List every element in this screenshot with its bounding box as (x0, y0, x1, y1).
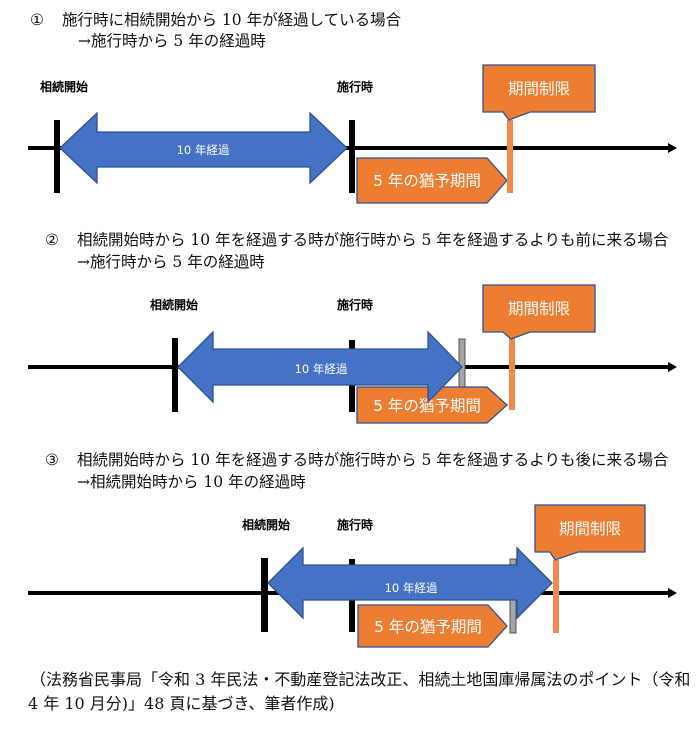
grace-period-label: 5 年の猶予期間 (373, 397, 481, 415)
deadline-callout-label: 期間制限 (508, 80, 570, 98)
inheritance-start-label: 相続開始 (150, 297, 198, 312)
section-1-number: ① (30, 11, 44, 29)
grace-period-shape (356, 386, 508, 424)
deadline-callout-label: 期間制限 (508, 300, 570, 318)
deadline-marker (507, 120, 513, 193)
deadline-marker (553, 560, 559, 633)
deadline-callout-label: 期間制限 (559, 520, 621, 538)
axis-arrowhead-icon (668, 588, 677, 598)
section-2-heading: 相続開始時から 10 年を経過する時が施行時から 5 年を経過するよりも前に来る… (77, 231, 669, 249)
section-1-result: →施行時から 5 年の経過時 (78, 32, 266, 50)
deadline-callout (482, 284, 596, 340)
axis-arrowhead-icon (668, 143, 677, 153)
grace-period-label: 5 年の猶予期間 (373, 172, 481, 190)
section-3-number: ③ (45, 451, 59, 469)
deadline-marker (509, 338, 515, 410)
grace-period-shape (356, 157, 508, 204)
inheritance-start-label: 相続開始 (40, 79, 88, 94)
grace-period-label: 5 年の猶予期間 (374, 618, 482, 636)
grace-period-shape (357, 604, 508, 648)
ten-year-arrow-label: 10 年経過 (177, 143, 230, 157)
enforcement-label: 施行時 (337, 517, 373, 532)
source-caption-line-1: （法務省民事局「令和 3 年民法・不動産登記法改正、相続土地国庫帰属法のポイント… (30, 670, 691, 689)
section-2-result: →施行時から 5 年の経過時 (77, 253, 265, 271)
tick-inheritance-start (172, 338, 178, 412)
axis-arrowhead-icon (668, 362, 677, 372)
tick-enforcement (349, 120, 355, 193)
diagram-case-1: 10 年経過 5 年の猶予期間 期間制限 相続開始 施行時 (28, 64, 677, 204)
enforcement-label: 施行時 (337, 79, 373, 94)
section-3-result: →相続開始時から 10 年の経過時 (77, 473, 306, 491)
enforcement-label: 施行時 (337, 297, 373, 312)
ten-year-double-arrow (59, 111, 348, 185)
deadline-callout (482, 64, 596, 121)
section-1-heading: 施行時に相続開始から 10 年が経過している場合 (62, 11, 402, 29)
tick-inheritance-start (54, 120, 60, 193)
tick-inheritance-start (261, 558, 268, 632)
inheritance-start-label: 相続開始 (242, 517, 290, 532)
diagram-case-3: 5 年の猶予期間 10 年経過 期間制限 相続開始 施行時 (28, 504, 677, 648)
ten-year-arrow-label: 10 年経過 (385, 581, 438, 595)
ten-year-double-arrow (267, 546, 553, 620)
source-caption-line-2: 4 年 10 月分)」48 頁に基づき、筆者作成) (28, 694, 335, 713)
diagram-case-2: 5 年の猶予期間 10 年経過 期間制限 相続開始 施行時 (28, 284, 677, 424)
section-3-heading: 相続開始時から 10 年を経過する時が施行時から 5 年を経過するよりも後に来る… (77, 451, 669, 469)
deadline-callout (534, 504, 646, 561)
ten-year-double-arrow (177, 330, 463, 404)
ten-year-arrow-label: 10 年経過 (295, 362, 348, 376)
section-2-number: ② (45, 231, 59, 249)
